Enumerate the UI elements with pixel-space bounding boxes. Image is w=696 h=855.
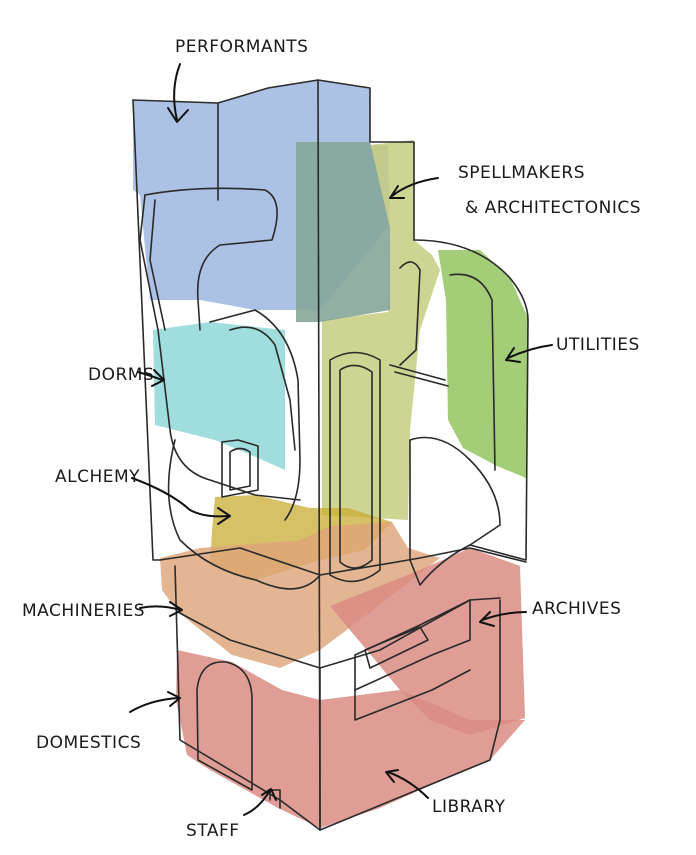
arrow-library <box>385 769 429 799</box>
zone-domestics <box>176 650 320 828</box>
label-machineries: MACHINERIES <box>22 601 145 621</box>
label-spellmakers-line2: & ARCHITECTONICS <box>465 198 641 218</box>
zone-library <box>320 690 525 828</box>
pointer-arrows <box>129 63 553 816</box>
arrow-domestics <box>129 691 181 713</box>
label-domestics: DOMESTICS <box>36 733 141 753</box>
arrow-staff <box>243 788 277 816</box>
arrow-performants <box>167 63 189 123</box>
label-utilities: UTILITIES <box>556 335 640 355</box>
label-performants: PERFORMANTS <box>175 37 308 57</box>
label-staff: STAFF <box>186 821 240 841</box>
label-dorms: DORMS <box>88 365 154 385</box>
arrow-archives <box>479 611 527 627</box>
arrow-spellmakers <box>389 177 439 199</box>
label-spellmakers-line1: SPELLMAKERS <box>458 163 585 183</box>
label-alchemy: ALCHEMY <box>55 467 140 487</box>
zone-archives <box>330 548 525 735</box>
arrow-alchemy <box>131 477 231 525</box>
label-library: LIBRARY <box>432 797 506 817</box>
arrow-machineries <box>139 601 183 617</box>
zone-machineries <box>160 522 440 668</box>
zone-overlap <box>296 142 390 322</box>
label-archives: ARCHIVES <box>532 599 621 619</box>
tower-outline <box>132 79 529 831</box>
arrow-dorms <box>137 369 165 387</box>
arrow-utilities <box>505 344 553 363</box>
zone-utilities <box>438 250 528 478</box>
zone-dorms <box>153 322 285 470</box>
zone-spellmakers <box>322 140 440 520</box>
